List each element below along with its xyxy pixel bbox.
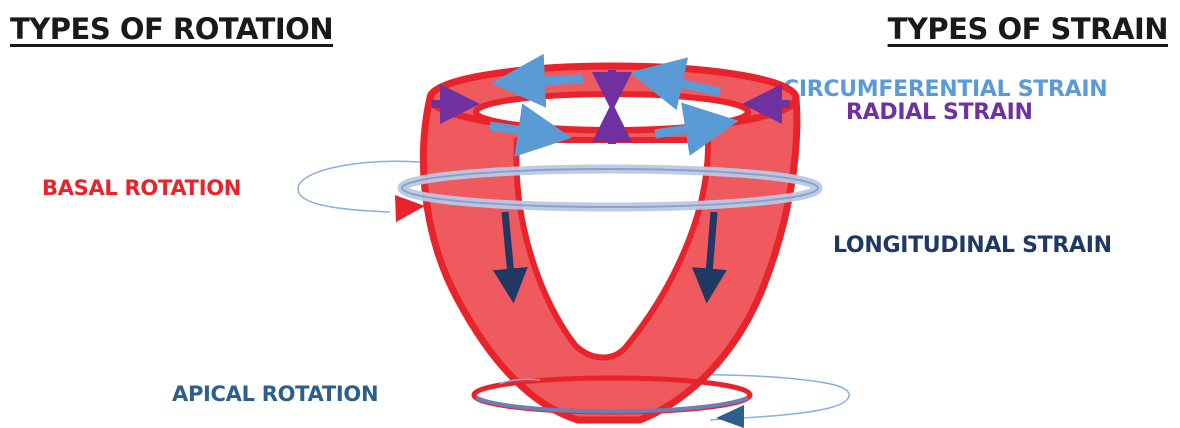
apical-rotation-arrowhead	[716, 405, 744, 428]
circumferential-arrow-top-left	[518, 79, 583, 82]
